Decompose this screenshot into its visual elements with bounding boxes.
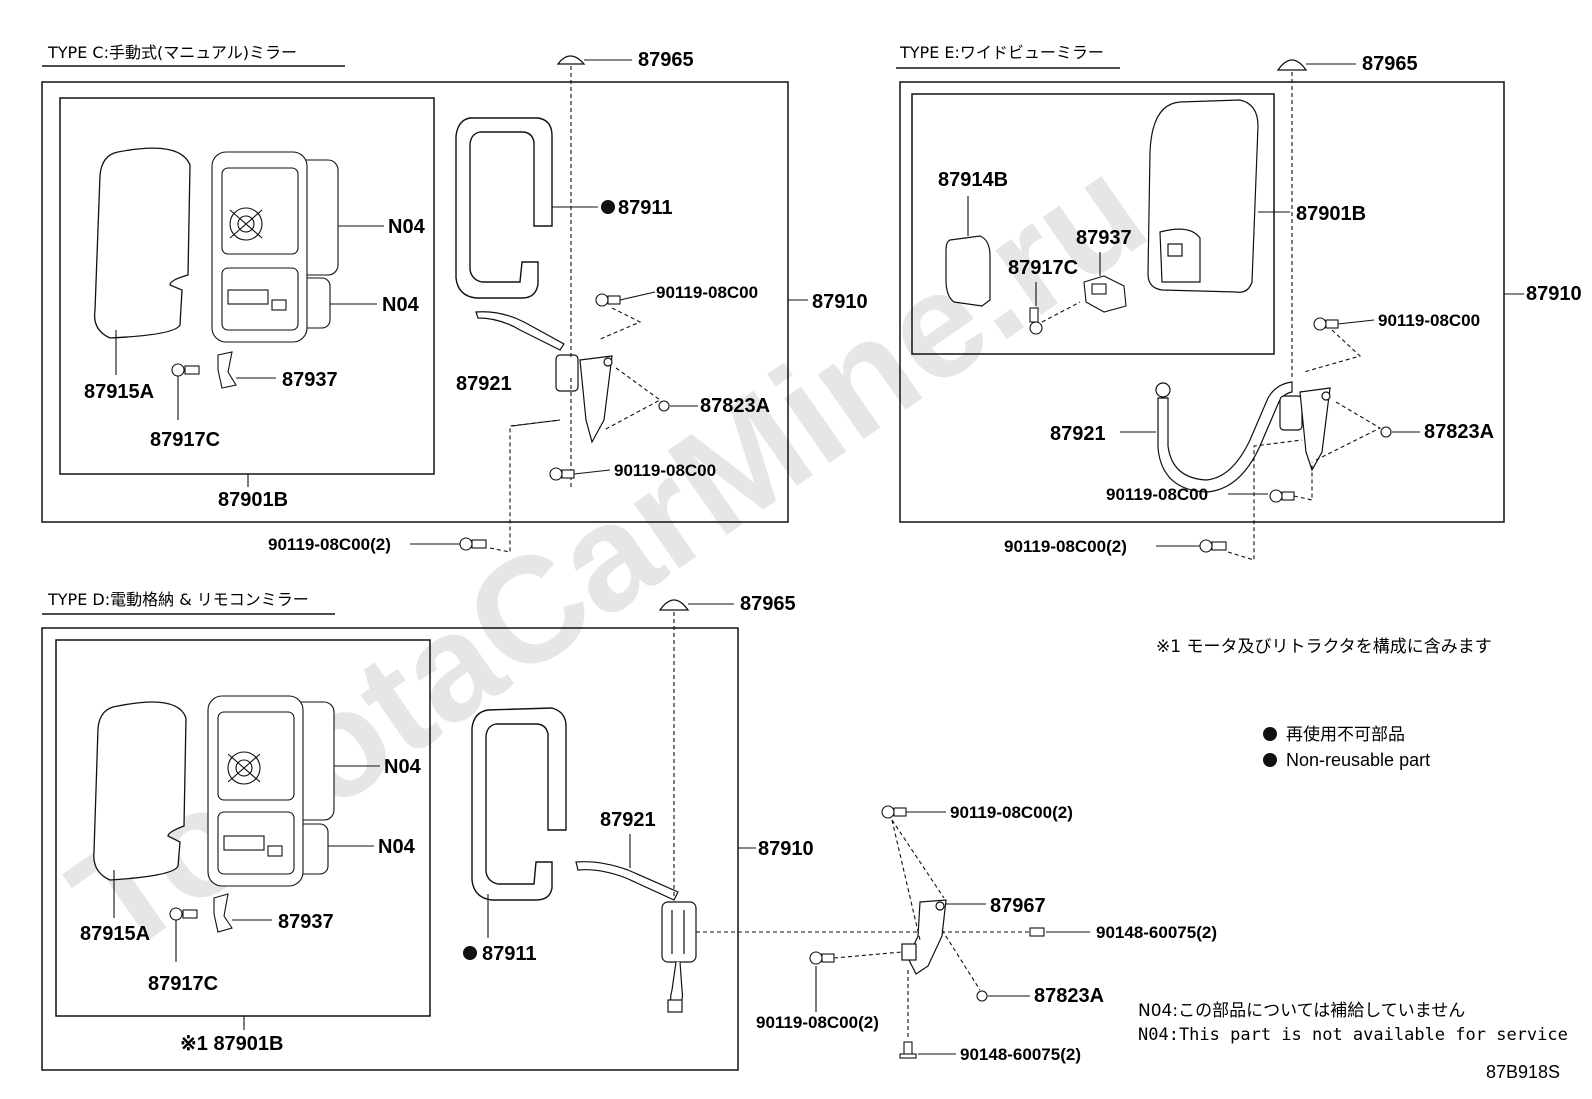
cap-87965-d — [658, 599, 690, 611]
type-d-section: TYPE D:電動格納 & リモコンミラー — [41, 590, 1217, 1071]
bolt-90119-d-left — [809, 951, 835, 965]
label-87910-d: 87910 — [758, 838, 814, 860]
label-87965-c: 87965 — [638, 49, 694, 71]
label-90119-c-b: 90119-08C00 — [614, 461, 716, 480]
label-87921-e: 87921 — [1050, 423, 1106, 445]
mirror-body-d — [207, 695, 335, 887]
type-c-outer-box — [41, 81, 789, 523]
label-87915A-c: 87915A — [84, 381, 154, 403]
bracket-87937-e — [1083, 275, 1127, 313]
label-87910-c: 87910 — [812, 291, 868, 313]
washer-87823A-d — [976, 990, 988, 1002]
label-87823A-d: 87823A — [1034, 985, 1104, 1007]
label-87901B-d: ※1 87901B — [180, 1033, 284, 1055]
label-N04-c-top: N04 — [388, 216, 426, 238]
label-90119-c-a: 90119-08C00 — [656, 283, 758, 302]
frame-87911-c — [455, 117, 553, 299]
label-87917C-d: 87917C — [148, 973, 218, 995]
stay-87921-e — [1155, 381, 1331, 493]
type-c-section: TYPE C:手動式(マニュアル)ミラー — [41, 43, 868, 554]
label-87965-e: 87965 — [1362, 53, 1418, 75]
type-d-title: TYPE D:電動格納 & リモコンミラー — [47, 590, 309, 609]
label-87910-e: 87910 — [1526, 283, 1582, 305]
label-87915A-d: 87915A — [80, 923, 150, 945]
type-c-inner-box — [59, 97, 435, 475]
mirror-glass-87915A — [93, 147, 191, 339]
label-87901B-c: 87901B — [218, 489, 288, 511]
screw-87917C-d — [169, 907, 198, 921]
cap-87965-e — [1276, 59, 1308, 71]
legend-dot-en — [1263, 753, 1277, 767]
label-87937-d: 87937 — [278, 911, 334, 933]
label-87937-c: 87937 — [282, 369, 338, 391]
frame-87911-d — [471, 707, 567, 901]
note-nonreuse-jp: 再使用不可部品 — [1286, 724, 1405, 745]
screw-90148-d-bottom — [899, 1041, 917, 1059]
washer-87823A-c — [658, 400, 670, 412]
label-87921-d: 87921 — [600, 809, 656, 831]
retractor-bracket-87967 — [901, 899, 947, 975]
label-87901B-e: 87901B — [1296, 203, 1366, 225]
note-n04-en: N04:This part is not available for servi… — [1138, 1025, 1568, 1045]
plate-87937-d — [213, 893, 233, 933]
diagram-code: 87B918S — [1486, 1062, 1560, 1082]
legend-dot-jp — [1263, 727, 1277, 741]
note-motor: ※1 モータ及びリトラクタを構成に含みます — [1156, 637, 1492, 657]
label-90119-e-b: 90119-08C00 — [1106, 485, 1208, 504]
motor-stay-87921-d — [575, 861, 697, 1013]
cover-87914B — [945, 235, 991, 307]
mirror-body-c — [211, 151, 339, 343]
note-nonreuse-en: Non-reusable part — [1286, 750, 1430, 770]
label-90119x2-e: 90119-08C00(2) — [1004, 537, 1127, 556]
label-90119-e-a: 90119-08C00 — [1378, 311, 1480, 330]
type-e-outer-box — [899, 81, 1505, 523]
notes: ※1 モータ及びリトラクタを構成に含みます 再使用不可部品 Non-reusab… — [1138, 637, 1568, 1082]
label-87911-c: 87911 — [618, 197, 673, 219]
type-e-section: TYPE E:ワイドビューミラー — [896, 43, 1582, 561]
mirror-glass-87915A-d — [93, 701, 187, 881]
label-87823A-c: 87823A — [700, 395, 770, 417]
label-87911-d: 87911 — [482, 943, 537, 965]
type-e-inner-box — [911, 93, 1275, 355]
type-d-outer-box — [41, 627, 739, 1071]
bolt-90119-c-b — [549, 467, 575, 481]
label-N04-d-top: N04 — [384, 756, 422, 778]
label-N04-d-bottom: N04 — [378, 836, 416, 858]
type-d-inner-box — [55, 639, 431, 1017]
note-n04-jp: N04:この部品については補給していません — [1138, 1001, 1465, 1021]
label-90119x2-d-top: 90119-08C00(2) — [950, 803, 1073, 822]
cap-87965-c — [556, 55, 586, 65]
label-87937-e: 87937 — [1076, 227, 1132, 249]
type-e-title: TYPE E:ワイドビューミラー — [899, 43, 1104, 62]
label-87921-c: 87921 — [456, 373, 512, 395]
label-87917C-c: 87917C — [150, 429, 220, 451]
stay-87921-c — [475, 311, 613, 444]
label-87914B: 87914B — [938, 169, 1008, 191]
label-87967: 87967 — [990, 895, 1046, 917]
label-87965-d: 87965 — [740, 593, 796, 615]
bolt-90119-e-x2 — [1199, 539, 1227, 553]
non-reusable-marker-c — [601, 200, 615, 214]
label-87823A-e: 87823A — [1424, 421, 1494, 443]
label-90148x2-d-bottom: 90148-60075(2) — [960, 1045, 1081, 1064]
screw-87917C-e — [1029, 307, 1043, 335]
type-c-title: TYPE C:手動式(マニュアル)ミラー — [47, 43, 297, 62]
washer-87823A-e — [1380, 426, 1392, 438]
non-reusable-marker-d — [463, 946, 477, 960]
label-90148x2-d-right: 90148-60075(2) — [1096, 923, 1217, 942]
screw-90148-d-right — [1029, 927, 1045, 937]
bolt-90119-e-a — [1313, 317, 1339, 331]
label-90119x2-d-bottom: 90119-08C00(2) — [756, 1013, 879, 1032]
bolt-90119-c-a — [595, 293, 621, 307]
bolt-90119-c-x2 — [459, 537, 487, 551]
label-N04-c-bottom: N04 — [382, 294, 420, 316]
plate-87937-c — [217, 351, 237, 389]
label-90119x2-c: 90119-08C00(2) — [268, 535, 391, 554]
bolt-90119-d-top — [881, 805, 907, 819]
label-87917C-e: 87917C — [1008, 257, 1078, 279]
screw-87917C-c — [171, 363, 200, 377]
wide-mirror-87901B — [1147, 99, 1259, 293]
bolt-90119-e-b — [1269, 489, 1295, 503]
